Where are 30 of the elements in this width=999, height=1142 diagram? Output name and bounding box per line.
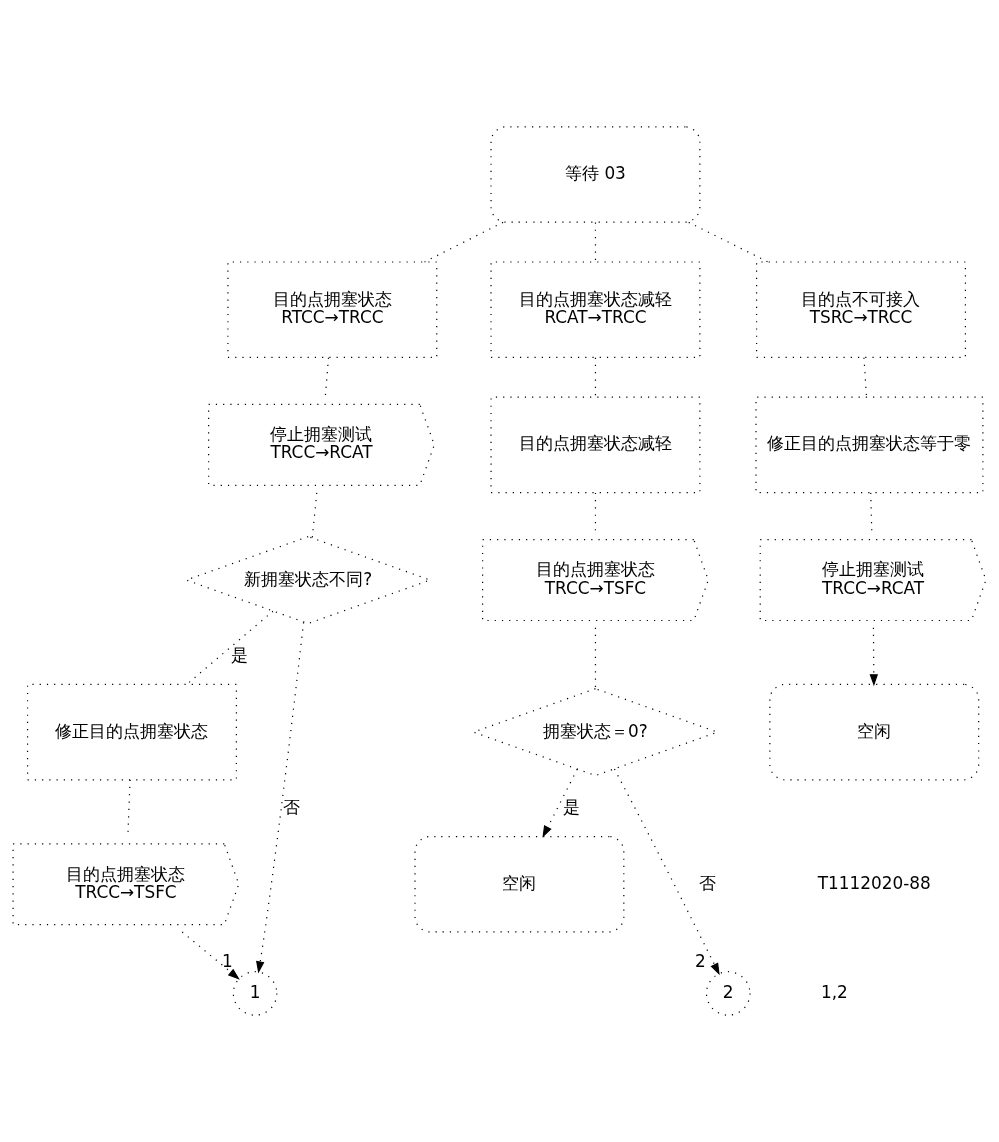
node-box: 空闲 [414,835,625,933]
edge-label: 否 [283,796,301,817]
edge-label: 是 [563,796,581,817]
node-box: 目的点拥塞状态减轻 RCAT→TRCC [490,261,701,358]
connector [870,492,873,533]
arrow [181,931,240,980]
node-label: 2 [695,951,706,972]
arrow [256,621,305,974]
label: T1112020-88 [817,872,931,893]
node-circle: 2 [705,971,751,1016]
arrow [542,768,578,838]
edge-label: 否 [698,872,716,893]
node-box: 目的点拥塞状态 RTCC→TRCC [227,261,438,358]
arrow [613,768,720,976]
node-box: 目的点拥塞状态减轻 [490,396,701,494]
node-box: 等待 03 [490,126,701,223]
edge-label: 是 [231,644,249,665]
label: 1,2 [821,981,848,1002]
connector [594,492,597,533]
node-box: 修正目的点拥塞状态等于零 [755,396,984,494]
connector [311,492,318,539]
node-circle: 1 [232,971,278,1016]
node-box: 修正目的点拥塞状态 [26,683,237,781]
node-box: 目的点不可接入 TSRC→TRCC [756,261,966,358]
connector [863,357,868,398]
arrow [869,627,879,687]
node-box: 空闲 [769,683,980,781]
connector [324,357,330,398]
node-label: 1 [221,951,233,972]
connector [594,357,597,398]
